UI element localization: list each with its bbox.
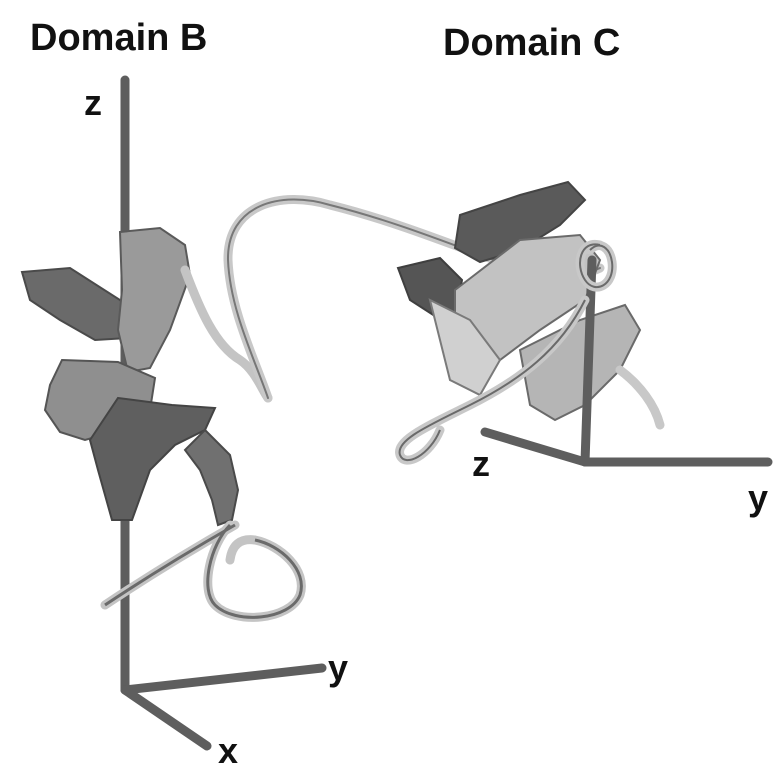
domain-b-structure: z y x [20,75,348,767]
domain-c-y-label: y [748,477,768,518]
domain-b-y-label: y [328,647,348,688]
domain-b-z-label: z [84,82,102,123]
domain-c-coil-right [615,365,665,430]
domain-c-z-label: z [472,443,490,484]
domain-b-coil-upper [180,265,273,403]
domain-c-coil-lower-edge [398,299,586,461]
domain-b-x-label: x [218,730,238,767]
domain-b-title: Domain B [30,17,207,59]
domain-b-coil-tail-edge [104,523,236,607]
domain-b-coil-loop [203,520,306,622]
domain-b-sheet-5 [183,428,240,527]
domain-c-title: Domain C [443,22,620,64]
domain-b-sheet-4 [88,396,217,521]
domain-b-coil-loop-edge [206,523,303,619]
domain-c-axis-frame [480,255,773,467]
domain-c-structure: z y [395,180,773,518]
domain-c-vertical-axis [580,255,597,467]
domain-c-z-axis [480,427,590,467]
domain-b-sheet-2 [116,226,192,374]
domain-b-y-axis [120,663,327,695]
domain-b-x-axis [120,685,212,751]
domain-c-coil-ring-edge [579,243,614,288]
domain-c-sheet-1 [453,180,587,264]
